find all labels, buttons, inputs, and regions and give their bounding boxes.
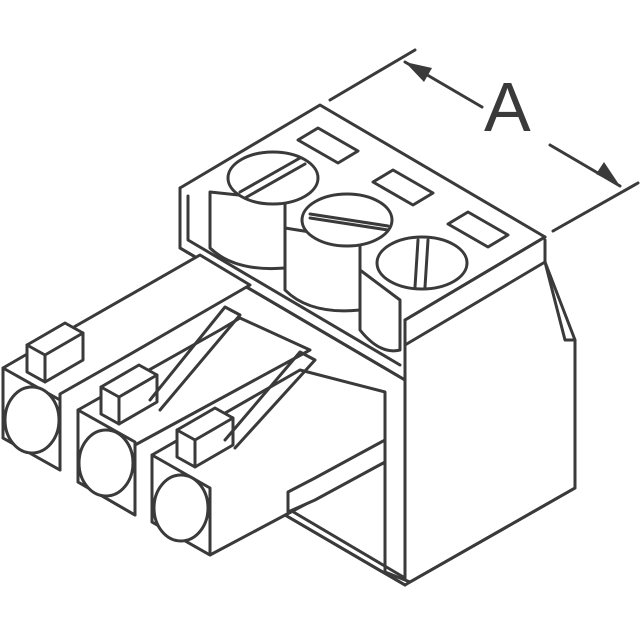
top-deck — [178, 103, 547, 382]
housing-body — [283, 238, 577, 587]
plug-pins — [1, 253, 387, 557]
dimension-label-a: A — [484, 68, 531, 146]
dimension-a — [328, 48, 640, 233]
